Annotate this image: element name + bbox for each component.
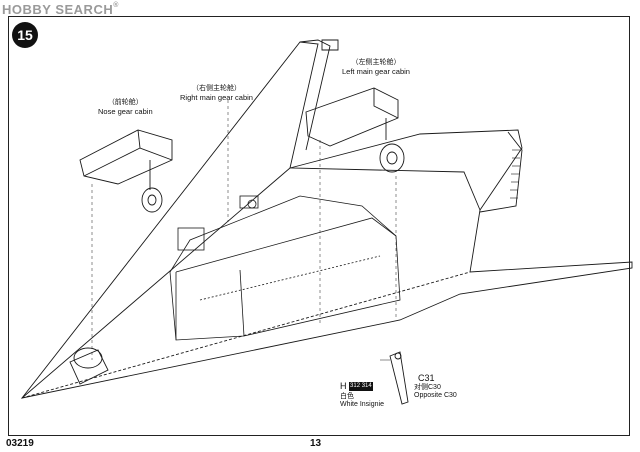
fin-slot bbox=[321, 39, 339, 51]
h-decal-label: H 312 314 bbox=[340, 381, 373, 392]
left-main-gear-en: Left main gear cabin bbox=[342, 67, 410, 76]
h-letter: H bbox=[340, 381, 347, 391]
vertical-fin bbox=[299, 39, 331, 151]
c31-text: C31 bbox=[418, 373, 435, 383]
kit-number: 03219 bbox=[6, 438, 34, 449]
watermark: HOBBY SEARCH® bbox=[2, 2, 119, 17]
right-main-gear-callout: （右侧主轮舱） Right main gear cabin bbox=[180, 84, 253, 102]
rear-fuselage bbox=[289, 129, 523, 211]
c30-en: Opposite C30 bbox=[414, 392, 457, 399]
h-code-box: 312 314 bbox=[349, 382, 373, 392]
c30-cn: 对侧C30 bbox=[414, 384, 441, 391]
nose-well-detail bbox=[69, 347, 109, 385]
guide-lines bbox=[91, 100, 397, 360]
white-en: White Insignie bbox=[340, 401, 384, 408]
nose-gear-cabin bbox=[79, 129, 173, 213]
step-number-badge: 15 bbox=[12, 22, 38, 48]
white-insignia-label: 白色 White Insignie bbox=[340, 393, 384, 409]
nose-gear-cn: （前轮舱） bbox=[107, 99, 143, 106]
left-main-gear-cn: （左侧主轮舱） bbox=[351, 59, 401, 66]
nose-gear-en: Nose gear cabin bbox=[98, 107, 153, 116]
wing-inner-line bbox=[21, 167, 291, 399]
page-frame bbox=[8, 16, 630, 436]
white-cn: 白色 bbox=[340, 393, 354, 400]
exhaust-edge bbox=[479, 131, 523, 213]
page-number: 13 bbox=[310, 438, 322, 449]
centerline bbox=[21, 271, 471, 399]
c31-label: C31 bbox=[418, 374, 435, 383]
right-main-gear-cn: （右侧主轮舱） bbox=[191, 85, 241, 92]
tail-grille bbox=[510, 149, 520, 199]
weapons-bay bbox=[169, 195, 401, 341]
nose-gear-callout: （前轮舱） Nose gear cabin bbox=[98, 98, 153, 116]
fuselage-outline bbox=[20, 41, 633, 399]
c30-label: 对侧C30 Opposite C30 bbox=[414, 384, 457, 400]
part-c31 bbox=[389, 351, 409, 405]
left-main-gear-cabin bbox=[305, 87, 405, 173]
left-main-gear-callout: （左侧主轮舱） Left main gear cabin bbox=[342, 58, 410, 76]
right-main-gear-en: Right main gear cabin bbox=[180, 93, 253, 102]
